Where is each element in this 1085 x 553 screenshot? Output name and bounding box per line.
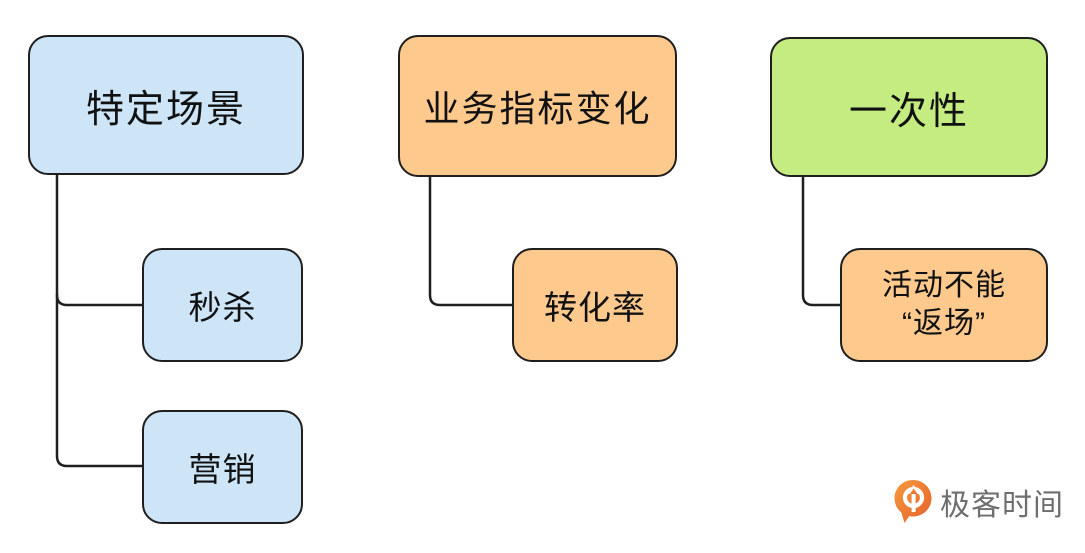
geektime-logo-text: 极客时间 <box>940 488 1064 522</box>
node-business-metric-change: 业务指标变化 <box>398 35 677 177</box>
connector-one-time-no-rerun <box>801 175 842 307</box>
node-label: 活动不能 “返场” <box>882 269 1006 340</box>
connector-biz-metric-conversion <box>428 175 514 307</box>
node-label: 营销 <box>188 451 257 488</box>
connector-specific-scene-marketing <box>55 173 144 468</box>
node-label: 特定场景 <box>85 88 246 131</box>
node-seckill: 秒杀 <box>142 248 303 362</box>
connector-specific-scene-seckill <box>55 293 144 307</box>
node-specific-scene: 特定场景 <box>28 35 304 175</box>
node-conversion-rate: 转化率 <box>512 248 678 362</box>
geektime-logo: 极客时间 <box>893 479 1064 524</box>
node-activity-no-rerun: 活动不能 “返场” <box>840 248 1048 362</box>
geektime-pin-icon <box>894 480 932 523</box>
node-label: 秒杀 <box>188 289 257 326</box>
node-label: 一次性 <box>848 90 969 133</box>
node-one-time: 一次性 <box>770 37 1048 177</box>
node-label: 转化率 <box>544 289 646 326</box>
node-marketing: 营销 <box>142 410 303 524</box>
node-label: 业务指标变化 <box>423 88 652 129</box>
